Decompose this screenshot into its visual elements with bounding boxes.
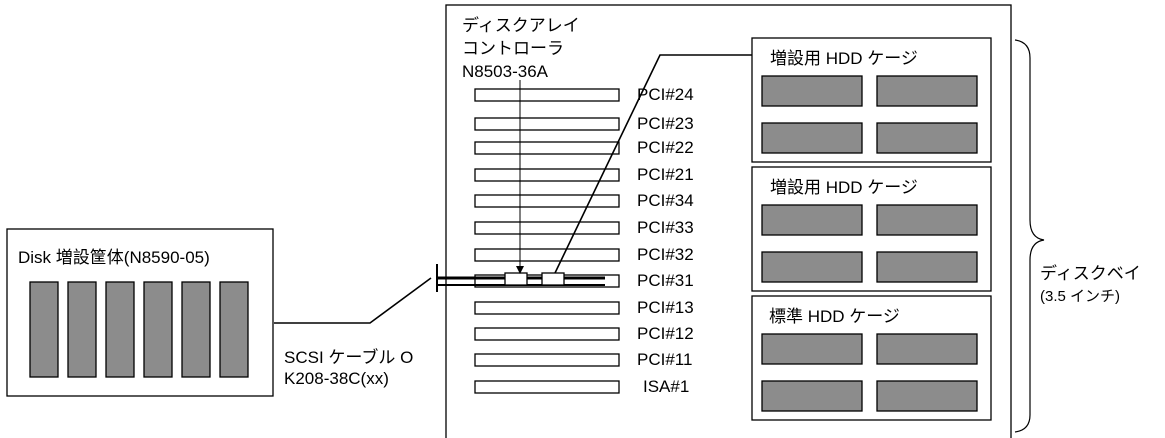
- hdd-drive: [876, 204, 978, 236]
- hdd-drive: [761, 333, 863, 365]
- expansion-slot: [474, 141, 620, 155]
- hdd-drive: [876, 251, 978, 283]
- controller-chip-2: [541, 272, 565, 286]
- slot-label: PCI#21: [637, 165, 694, 184]
- slot-label: PCI#22: [637, 138, 694, 157]
- expansion-slot: [474, 248, 620, 262]
- controller-card: [437, 272, 605, 286]
- enclosure-disk: [105, 281, 135, 378]
- expansion-slot: [474, 301, 620, 315]
- disk-bay-label-line1: ディスクベイ: [1040, 264, 1141, 283]
- hdd-drive: [761, 380, 863, 412]
- enclosure-disk: [219, 281, 249, 378]
- slot-label: PCI#13: [637, 298, 694, 317]
- enclosure-disks: [29, 281, 249, 378]
- slot-label: ISA#1: [643, 377, 690, 396]
- slot-label: PCI#33: [637, 218, 694, 237]
- controller-label-line3: N8503-36A: [462, 62, 549, 81]
- enclosure-disk: [67, 281, 97, 378]
- enclosure-disk: [143, 281, 173, 378]
- hdd-cages: [751, 37, 992, 421]
- expansion-slot: [474, 194, 620, 208]
- enclosure-disk: [29, 281, 59, 378]
- internal-cable-line: [554, 54, 752, 274]
- disk-bay-brace: [1014, 39, 1045, 433]
- hdd-drive: [761, 251, 863, 283]
- expansion-slot: [474, 327, 620, 341]
- expansion-slot: [474, 221, 620, 235]
- controller-label-line2: コントローラ: [462, 39, 564, 58]
- cable-label-line1: SCSI ケーブル O: [284, 348, 414, 367]
- slot-label: PCI#12: [637, 324, 694, 343]
- hdd-drive: [876, 380, 978, 412]
- hdd-drive: [761, 204, 863, 236]
- hdd-drive: [761, 75, 863, 107]
- expansion-slot: [474, 88, 620, 102]
- slot-label: PCI#31: [637, 271, 694, 290]
- hdd-cage-label: 増設用 HDD ケージ: [770, 49, 918, 68]
- expansion-slot: [474, 380, 620, 394]
- slot-label: PCI#34: [637, 191, 694, 210]
- hdd-drive: [876, 122, 978, 154]
- hdd-drive: [761, 122, 863, 154]
- slot-label: PCI#32: [637, 245, 694, 264]
- hdd-drive: [876, 333, 978, 365]
- hdd-drive: [876, 75, 978, 107]
- expansion-slot: [474, 117, 620, 131]
- enclosure-disk: [181, 281, 211, 378]
- hdd-cage-label: 標準 HDD ケージ: [769, 307, 900, 326]
- controller-label-line1: ディスクアレイ: [462, 16, 580, 35]
- disk-bay-label-line2: (3.5 インチ): [1040, 288, 1121, 305]
- hdd-cage-label: 増設用 HDD ケージ: [770, 178, 918, 197]
- controller-pointer-arrowhead: [516, 266, 524, 274]
- expansion-slot: [474, 168, 620, 182]
- cable-label-line2: K208-38C(xx): [284, 369, 389, 388]
- expansion-slot: [474, 353, 620, 367]
- controller-chip-1: [504, 272, 528, 286]
- slot-label: PCI#23: [637, 114, 694, 133]
- enclosure-title: Disk 増設筐体(N8590-05): [18, 248, 210, 267]
- scsi-cable-line: [274, 277, 432, 324]
- slot-label: PCI#24: [637, 85, 694, 104]
- expansion-slots: [474, 88, 620, 394]
- slot-label: PCI#11: [637, 350, 693, 369]
